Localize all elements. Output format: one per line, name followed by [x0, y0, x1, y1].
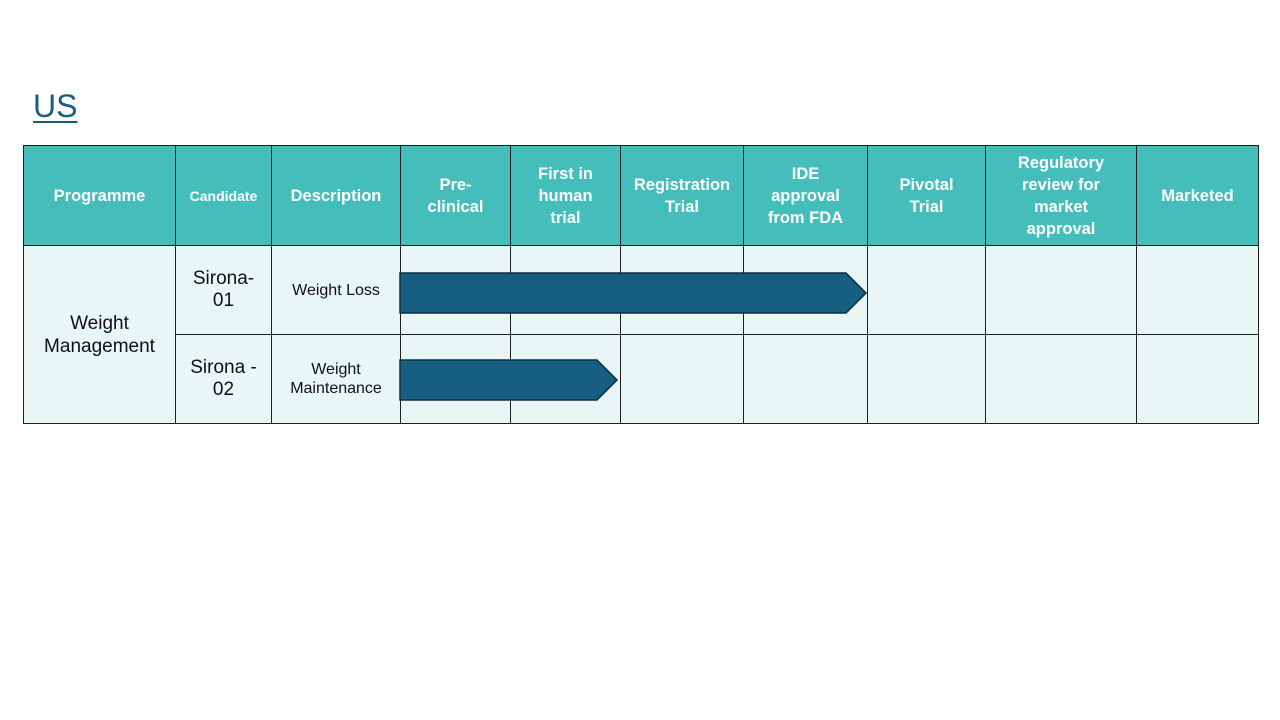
candidate-cell: Sirona - 02 — [175, 334, 272, 424]
description-cell: Weight Maintenance — [271, 334, 401, 424]
header-ide-approval: IDE approval from FDA — [743, 145, 868, 246]
header-pivotal-trial: Pivotal Trial — [867, 145, 986, 246]
header-pre-clinical: Pre- clinical — [400, 145, 511, 246]
stage-cell — [867, 245, 986, 335]
stage-cell — [867, 334, 986, 424]
stage-cell — [985, 334, 1137, 424]
candidate-cell: Sirona- 01 — [175, 245, 272, 335]
header-candidate: Candidate — [175, 145, 272, 246]
stage-cell — [1136, 245, 1259, 335]
header-first-in-human: First in human trial — [510, 145, 621, 246]
page-title: US — [33, 88, 78, 124]
stage-cell — [1136, 334, 1259, 424]
table-row: Sirona - 02 Weight Maintenance — [24, 334, 1259, 424]
stage-cell — [743, 334, 868, 424]
programme-cell: Weight Management — [23, 245, 176, 424]
progress-arrow-sirona-01 — [399, 272, 869, 314]
header-description: Description — [271, 145, 401, 246]
header-registration-trial: Registration Trial — [620, 145, 744, 246]
header-row: Programme Candidate Description Pre- cli… — [23, 145, 1259, 246]
description-cell: Weight Loss — [271, 245, 401, 335]
header-marketed: Marketed — [1136, 145, 1259, 246]
stage-cell — [985, 245, 1137, 335]
progress-arrow-sirona-02 — [399, 359, 621, 401]
header-programme: Programme — [23, 145, 176, 246]
stage-cell — [620, 334, 744, 424]
header-regulatory-review: Regulatory review for market approval — [985, 145, 1137, 246]
